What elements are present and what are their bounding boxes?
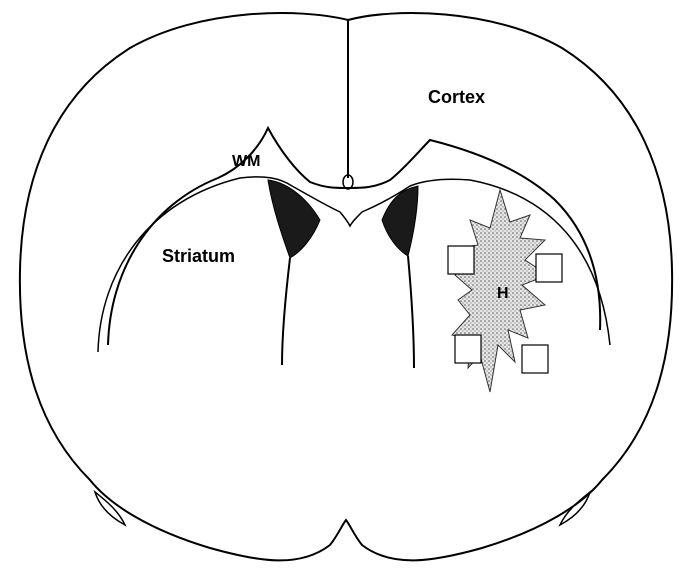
sample-box-bottom-left bbox=[455, 335, 481, 363]
hemorrhage-label: H bbox=[497, 285, 509, 302]
striatum-label: Striatum bbox=[162, 246, 235, 266]
left-ventricle bbox=[268, 180, 320, 258]
right-ventricle bbox=[382, 186, 418, 256]
cortex-label: Cortex bbox=[428, 87, 485, 107]
white-matter-label: WM bbox=[232, 153, 260, 170]
sample-box-bottom-right bbox=[522, 345, 548, 373]
left-ventricle-wall bbox=[282, 258, 290, 365]
white-matter-band bbox=[108, 128, 600, 345]
sample-box-top-left bbox=[448, 246, 474, 274]
sample-box-top-right bbox=[536, 254, 562, 282]
right-ventricle-wall bbox=[408, 256, 414, 368]
